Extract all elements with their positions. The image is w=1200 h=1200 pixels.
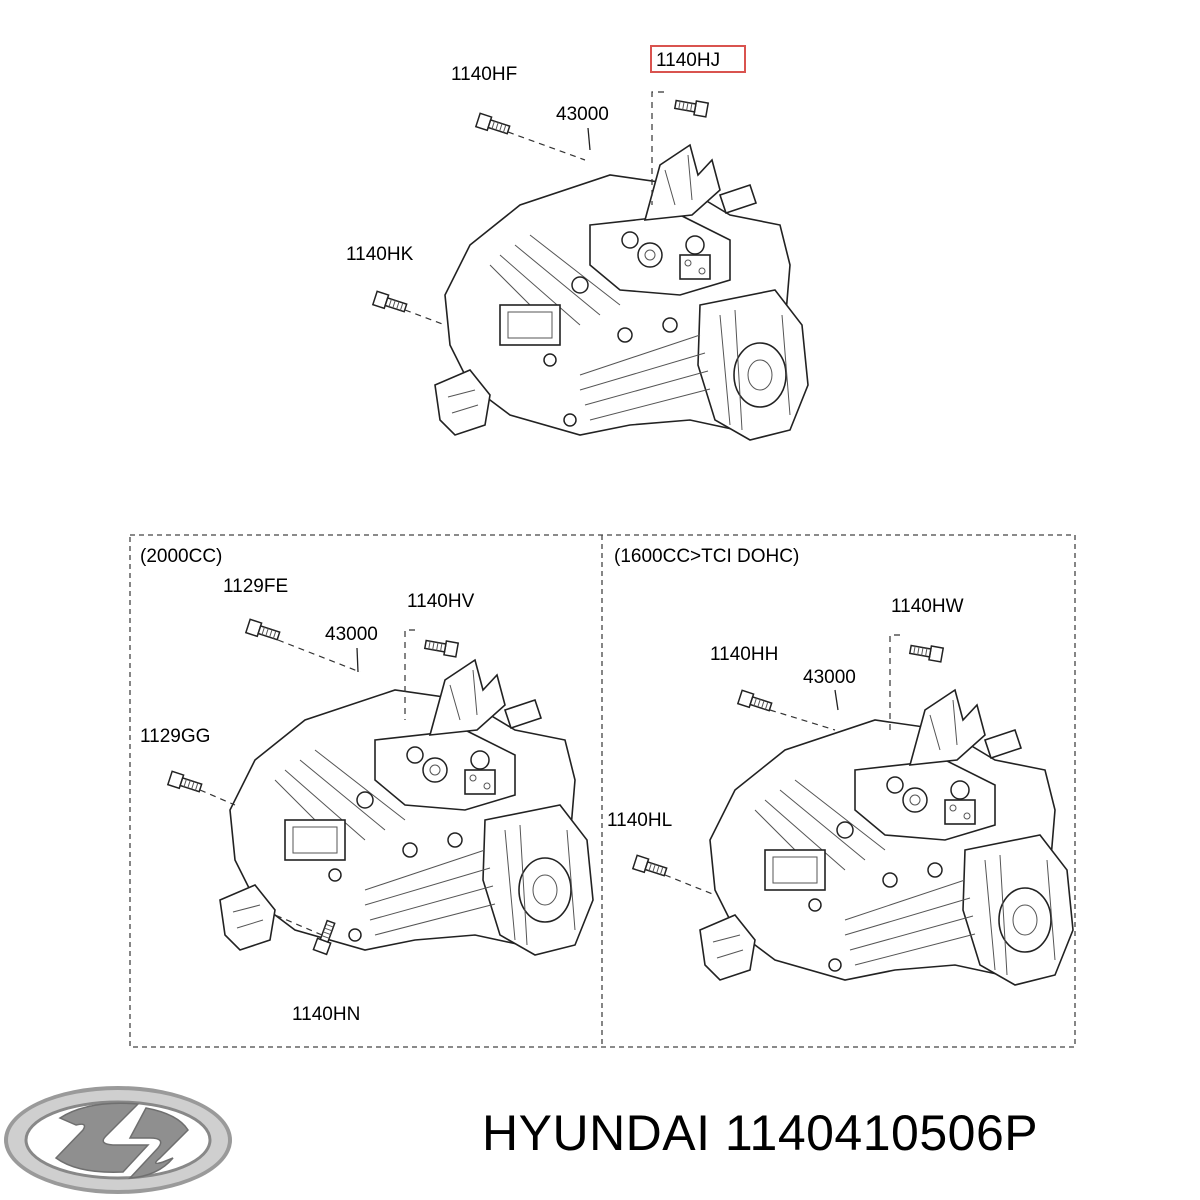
hyundai-logo xyxy=(4,1086,232,1194)
label-1140hl: 1140HL xyxy=(607,810,672,831)
bolt-1140hw-icon xyxy=(908,641,944,663)
label-1129fe: 1129FE xyxy=(223,576,288,597)
gearbox-2000cc-illustration xyxy=(219,659,594,956)
highlight-box-1140hj xyxy=(650,45,746,73)
bolt-1140hl-icon xyxy=(632,854,669,880)
bolt-1140hj-icon xyxy=(673,96,709,118)
bolt-1129fe-icon xyxy=(245,618,282,644)
label-43000-2000cc: 43000 xyxy=(325,624,378,645)
bolt-1140hk-icon xyxy=(372,290,409,316)
label-1140hv: 1140HV xyxy=(407,591,475,612)
panel-1600cc: (1600CC>TCI DOHC) 1140HW 1140HH 43000 11… xyxy=(607,546,1074,986)
part-caption: HYUNDAI 1140410506P xyxy=(482,1105,1039,1161)
caption-1600cc: (1600CC>TCI DOHC) xyxy=(614,546,799,567)
gearbox-1600cc-illustration xyxy=(699,689,1074,986)
label-1140hk: 1140HK xyxy=(346,244,414,265)
bolt-1140hh-icon xyxy=(737,689,774,715)
label-43000-top: 43000 xyxy=(556,104,609,125)
label-1140hn: 1140HN xyxy=(292,1004,360,1025)
label-1140hh: 1140HH xyxy=(710,644,778,665)
label-1140hj: 1140HJ xyxy=(656,50,720,71)
label-1140hw: 1140HW xyxy=(891,596,964,617)
label-1129gg: 1129GG xyxy=(140,726,210,747)
panel-2000cc: (2000CC) 1129FE 1140HV 43000 1129GG 1140… xyxy=(140,546,594,1025)
bolt-1140hv-icon xyxy=(423,636,459,658)
label-43000-1600cc: 43000 xyxy=(803,667,856,688)
top-transmission-diagram: 1140HF 1140HJ 43000 1140HK xyxy=(346,45,809,441)
bolt-1129gg-icon xyxy=(167,770,204,796)
caption-2000cc: (2000CC) xyxy=(140,546,222,567)
top-gearbox-illustration xyxy=(434,144,809,441)
bolt-1140hf-icon xyxy=(475,112,512,138)
label-1140hf: 1140HF xyxy=(451,64,517,85)
